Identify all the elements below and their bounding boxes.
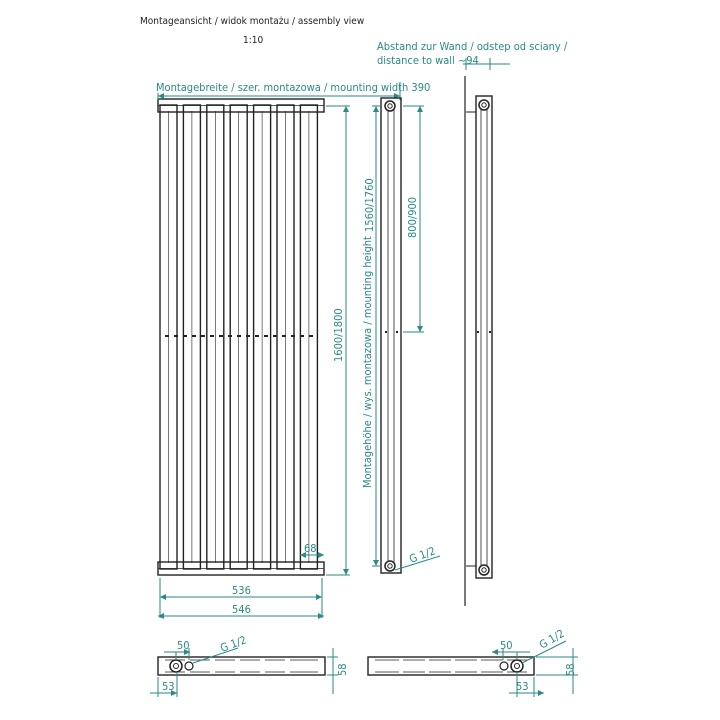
svg-text:53: 53 — [516, 680, 529, 693]
svg-text:536: 536 — [232, 584, 251, 597]
drawing-title: Montageansicht / widok montażu / assembl… — [140, 16, 364, 27]
mid-height-dimension: 800/900 — [403, 105, 424, 333]
width-dimensions: 536 546 — [158, 578, 324, 619]
plan-view-right: 50 G 1/2 58 53 — [367, 627, 578, 697]
svg-text:50: 50 — [177, 639, 190, 652]
svg-text:58: 58 — [336, 663, 349, 676]
drawing-scale: 1:10 — [243, 35, 263, 46]
tube-pitch-dimension: 68 — [300, 542, 324, 558]
plan-view-left: 50 G 1/2 58 53 — [150, 633, 349, 697]
svg-text:Montagehöhe / wys. montazowa /: Montagehöhe / wys. montazowa / mounting … — [361, 236, 374, 488]
svg-text:800/900: 800/900 — [406, 197, 419, 238]
svg-text:Abstand zur Wand / odstep od s: Abstand zur Wand / odstep od sciany / — [377, 40, 568, 53]
svg-text:58: 58 — [564, 663, 577, 676]
svg-text:distance to wall ~94: distance to wall ~94 — [377, 54, 479, 67]
svg-text:68: 68 — [304, 542, 317, 555]
svg-text:G 1/2: G 1/2 — [408, 544, 438, 565]
wall-distance-dimension: Abstand zur Wand / odstep od sciany / di… — [377, 40, 568, 70]
height-total-dimension: 1600/1800 — [326, 105, 350, 576]
svg-text:50: 50 — [500, 639, 513, 652]
mount-height-dimension: 1560/1760 Montagehöhe / wys. montazowa /… — [361, 105, 380, 567]
side-view — [380, 97, 402, 574]
radiator-tubes — [159, 104, 319, 570]
front-view — [157, 98, 325, 576]
mounting-width-dimension: Montagebreite / szer. montazowa / mounti… — [156, 81, 430, 100]
svg-text:546: 546 — [232, 603, 251, 616]
svg-text:1560/1760: 1560/1760 — [363, 178, 376, 232]
svg-text:1600/1800: 1600/1800 — [332, 308, 345, 362]
right-section-view — [464, 76, 493, 606]
svg-text:53: 53 — [162, 680, 175, 693]
svg-text:Montagebreite / szer. montazow: Montagebreite / szer. montazowa / mounti… — [156, 81, 430, 94]
connection-leader: G 1/2 — [394, 544, 441, 571]
svg-text:G 1/2: G 1/2 — [219, 633, 249, 654]
